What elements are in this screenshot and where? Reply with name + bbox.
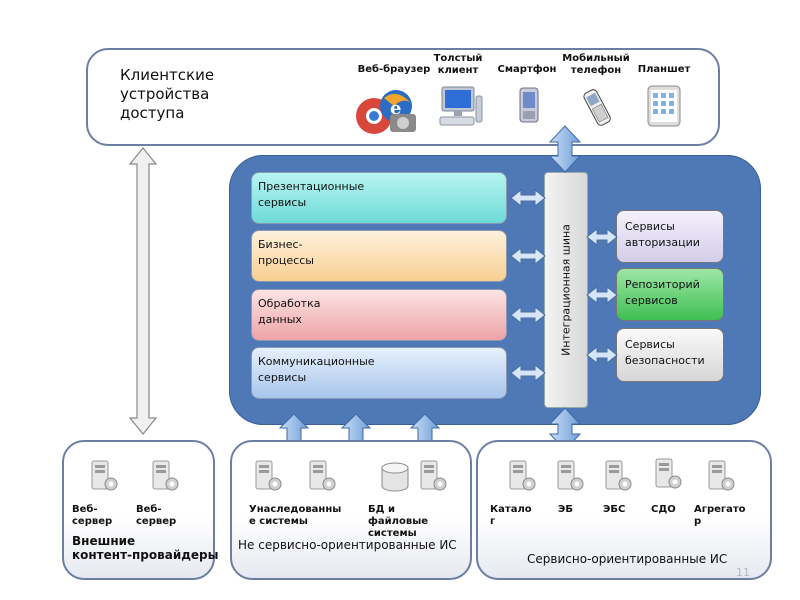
eb-label: ЭБ (558, 504, 573, 515)
aggregator-label: Агрегато р (694, 504, 746, 527)
tablet-icon (647, 85, 681, 127)
arrow-bus-to-clients (548, 125, 582, 173)
ebs-label: ЭБС (603, 504, 626, 515)
smartphone-icon (519, 87, 539, 123)
service-authorization: Сервисы авторизации (616, 210, 724, 263)
integration-bus: Интеграционная шина (544, 172, 588, 408)
soa-title: Сервисно-ориентированные ИС (527, 552, 728, 566)
service-business-processes: Бизнес- процессы (251, 230, 507, 282)
device-label-thick-client: Толстый клиент (433, 53, 483, 76)
legacy-systems-label: Унаследованны е системы (249, 504, 342, 527)
server-icon (557, 460, 584, 491)
server-icon (655, 458, 682, 489)
db-filesystems-label: БД и файловые системы (368, 504, 429, 539)
device-label-mobile-phone: Мобильный телефон (562, 53, 630, 76)
sdo-label: СДО (651, 504, 676, 515)
external-providers-title: Внешние контент-провайдеры (72, 534, 219, 562)
mobile-phone-icon (583, 89, 611, 126)
server-icon (420, 460, 447, 491)
server-icon (91, 460, 118, 491)
service-security: Сервисы безопасности (616, 328, 724, 382)
server-icon (309, 460, 336, 491)
client-devices-title: Клиентские устройства доступа (120, 66, 215, 122)
external-providers-panel (62, 440, 215, 580)
server-icon (152, 460, 179, 491)
page-number: 11 (736, 566, 750, 579)
arrow-business-bus (510, 246, 546, 266)
browser-icon: e (356, 90, 416, 134)
device-label-smartphone: Смартфон (497, 64, 557, 75)
svg-text:e: e (390, 98, 401, 119)
server-icon (605, 460, 632, 491)
arrow-bus-authorization (586, 227, 618, 247)
service-repository: Репозиторий сервисов (616, 268, 724, 321)
arrow-data-bus (510, 305, 546, 325)
device-label-tablet: Планшет (637, 64, 691, 75)
external-web-server-2-label: Веб- сервер (136, 504, 177, 527)
device-label-browser: Веб-браузер (357, 64, 431, 75)
service-presentation: Презентационные сервисы (251, 172, 507, 224)
server-icon (509, 460, 536, 491)
non-soa-title: Не сервисно-ориентированные ИС (238, 538, 457, 552)
desktop-computer-icon (439, 86, 483, 126)
server-icon (708, 460, 735, 491)
service-communication: Коммуникационные сервисы (251, 347, 507, 399)
database-icon (381, 462, 409, 492)
catalog-label: Катало г (490, 504, 532, 527)
arrow-communication-bus (510, 363, 546, 383)
service-data-processing: Обработка данных (251, 289, 507, 341)
external-web-server-1-label: Веб- сервер (72, 504, 113, 527)
arrow-bus-repository (586, 285, 618, 305)
arrow-presentation-bus (510, 188, 546, 208)
arrow-bus-security (586, 345, 618, 365)
long-vertical-arrow (128, 147, 158, 435)
server-icon (255, 460, 282, 491)
